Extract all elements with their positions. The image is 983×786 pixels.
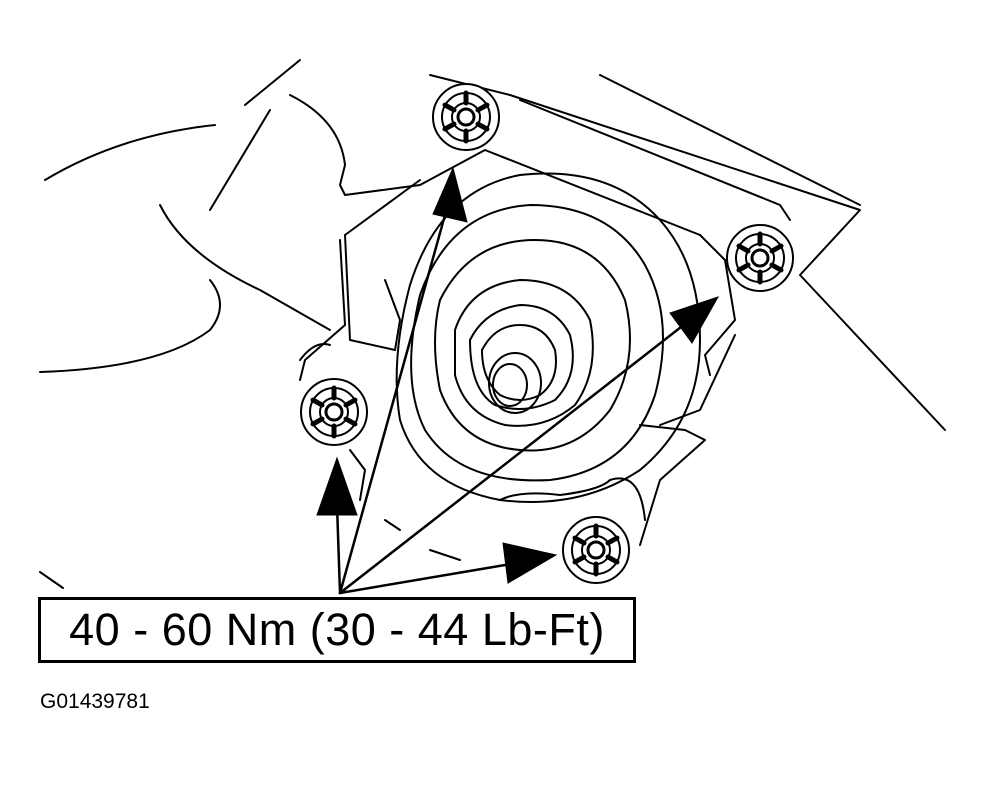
leader-lines — [335, 213, 692, 595]
pulley-hub — [395, 172, 701, 503]
figure-id-label: G01439781 — [40, 690, 150, 713]
arrowhead-icon — [502, 542, 558, 584]
torque-spec-callout: 40 - 60 Nm (30 - 44 Lb-Ft) — [38, 597, 636, 663]
bolt-head-icon — [300, 378, 368, 446]
bolt-head-icon — [726, 224, 794, 292]
bolt-head-icon — [562, 516, 630, 584]
engine-block-outline — [39, 59, 946, 589]
arrowhead-icon — [316, 456, 358, 516]
bolt-head-icon — [432, 83, 500, 151]
torque-spec-label: 40 - 60 Nm (30 - 44 Lb-Ft) — [69, 604, 605, 655]
arrowhead-icon — [432, 166, 468, 223]
arrowhead-icon — [669, 296, 720, 344]
mounting-bracket — [299, 149, 736, 561]
